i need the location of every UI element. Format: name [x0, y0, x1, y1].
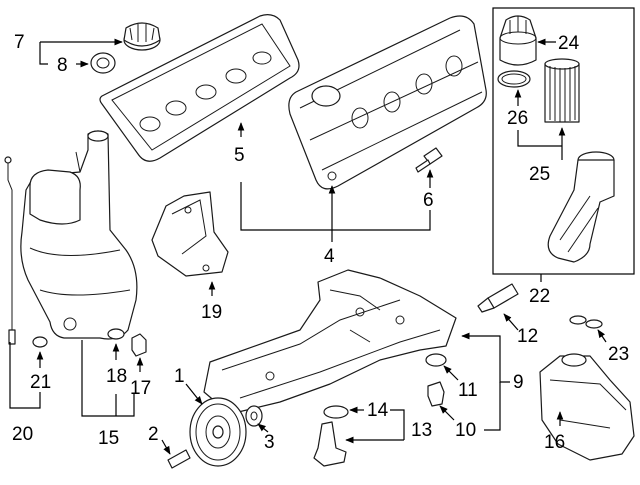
callout-5: 5	[234, 145, 245, 166]
oil-reservoir-icon	[20, 130, 138, 340]
callout-12: 12	[517, 326, 538, 347]
filter-cap-oring-icon	[497, 70, 531, 88]
callout-14: 14	[367, 400, 389, 421]
dipstick-oring-icon	[32, 336, 48, 348]
callout-26: 26	[507, 108, 528, 129]
callout-6: 6	[423, 190, 434, 211]
callout-1: 1	[174, 366, 185, 387]
callout-4: 4	[324, 246, 335, 267]
callout-13: 13	[411, 420, 432, 441]
callout-25: 25	[529, 164, 550, 185]
callout-24: 24	[558, 33, 580, 54]
valve-cover-gasket-icon	[99, 14, 300, 162]
sealant-tube-icon	[477, 283, 519, 313]
oil-pan-upper-icon	[203, 269, 457, 415]
separator-orings-icon	[569, 315, 603, 329]
reservoir-plug-icon	[131, 333, 147, 357]
callout-22: 22	[529, 286, 550, 307]
cap-seal-icon	[90, 52, 116, 74]
callout-8: 8	[57, 55, 68, 76]
oil-separator-icon	[539, 353, 635, 461]
callout-11: 11	[458, 380, 478, 401]
drain-plug-seal-icon	[425, 353, 447, 367]
callout-2: 2	[148, 424, 159, 445]
oil-level-sensor-icon	[313, 421, 347, 467]
callout-17: 17	[130, 378, 151, 399]
cover-bolt-icon	[415, 147, 443, 173]
callout-18: 18	[106, 366, 127, 387]
drain-plug-icon	[427, 381, 445, 407]
oil-filter-housing-icon	[547, 151, 615, 263]
oil-filter-element-icon	[544, 58, 580, 123]
balancer-washer-icon	[245, 405, 263, 427]
balancer-bolt-icon	[167, 449, 191, 469]
callout-15: 15	[98, 428, 119, 449]
callout-19: 19	[201, 302, 222, 323]
reservoir-bracket-icon	[151, 191, 229, 277]
callout-20: 20	[12, 424, 33, 445]
oil-filter-cap-icon	[499, 15, 537, 66]
oil-fill-cap-icon	[123, 22, 161, 51]
valve-cover-icon	[288, 15, 487, 190]
callout-3: 3	[264, 432, 275, 453]
callout-7: 7	[14, 32, 25, 53]
callout-16: 16	[544, 432, 565, 453]
callout-labels: 1 2 3 4 5 6 7 8 9 10 11 12 13 14 15 16 1…	[12, 32, 629, 453]
reservoir-oring-icon	[107, 328, 125, 340]
leader-lines	[9, 7, 635, 455]
callout-9: 9	[513, 372, 524, 393]
sensor-oring-icon	[323, 405, 349, 419]
callout-21: 21	[30, 372, 51, 393]
callout-10: 10	[455, 420, 476, 441]
callout-23: 23	[608, 344, 629, 365]
harmonic-balancer-icon	[189, 397, 247, 467]
dipstick-icon	[4, 156, 16, 345]
